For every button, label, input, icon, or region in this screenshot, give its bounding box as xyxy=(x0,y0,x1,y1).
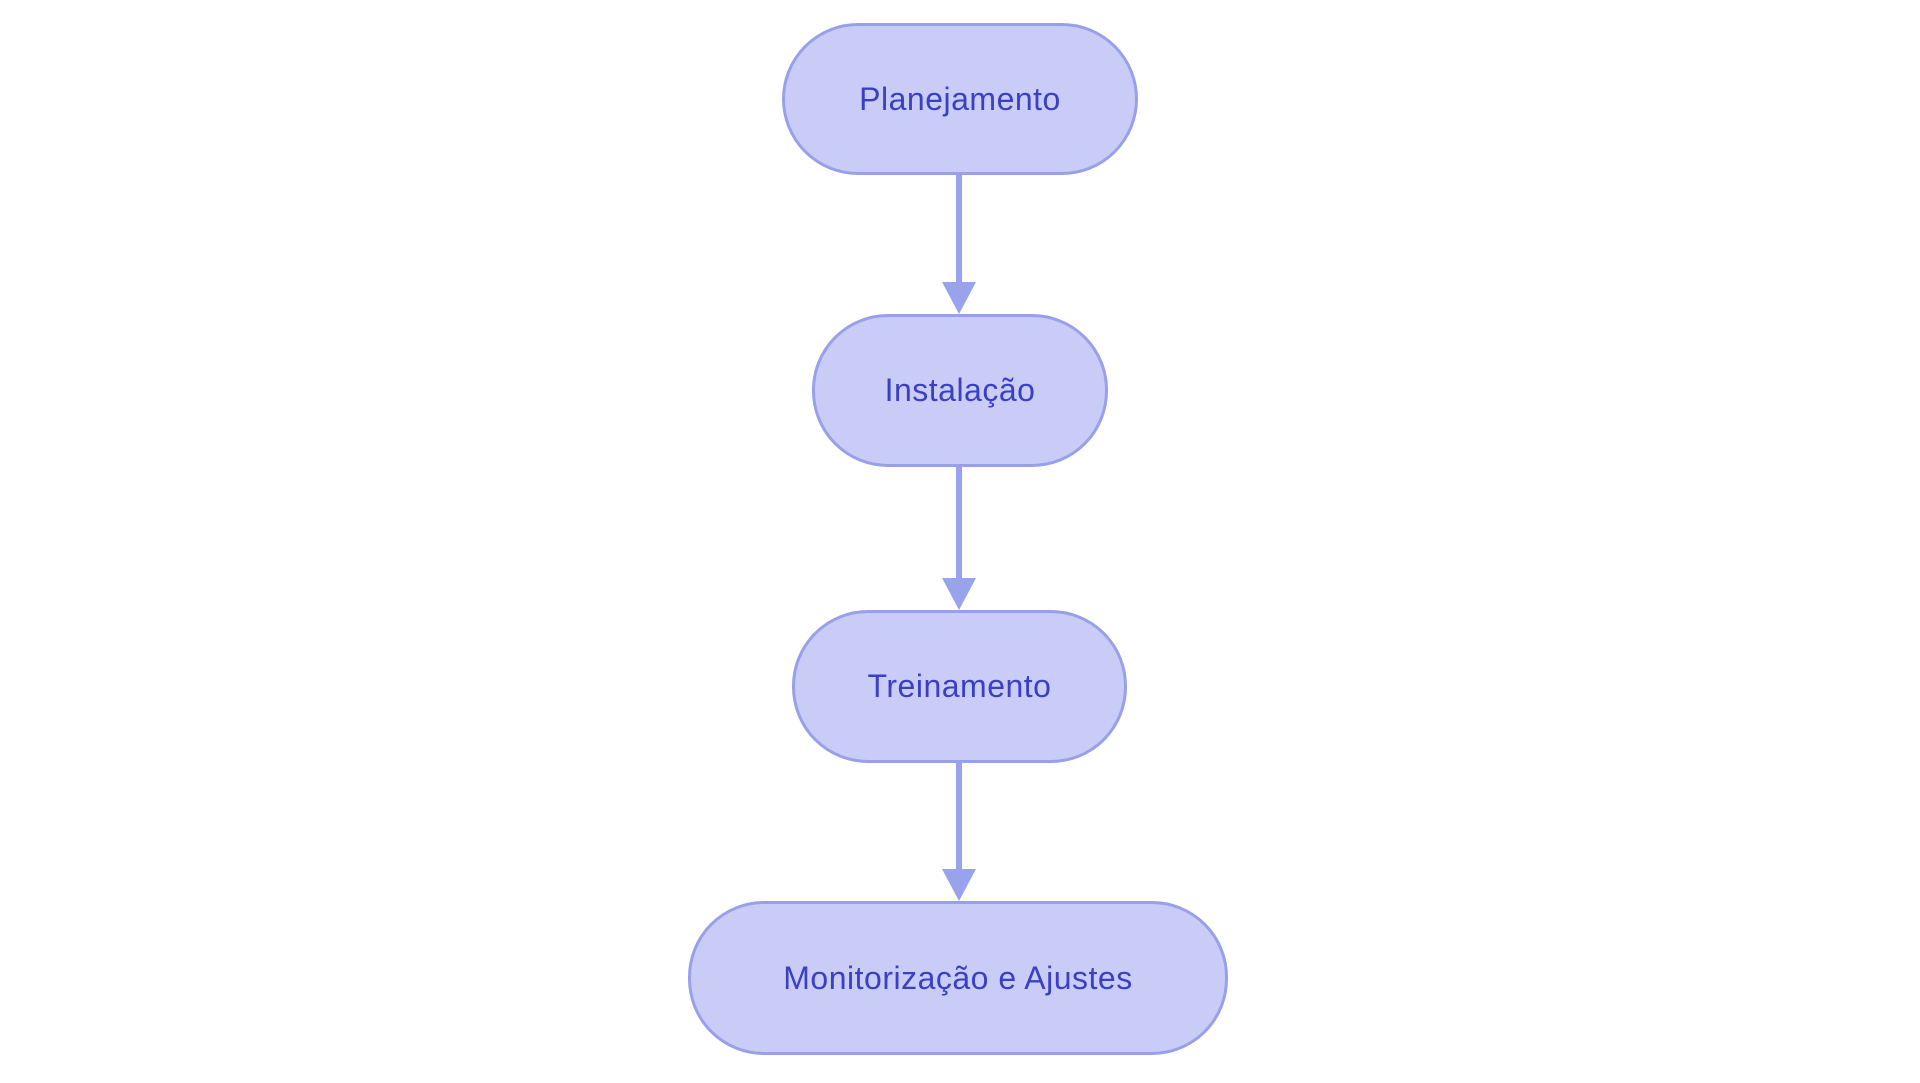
node-label-planejamento: Planejamento xyxy=(859,80,1061,117)
arrow-line xyxy=(956,763,962,870)
flowchart-node-treinamento: Treinamento xyxy=(792,610,1127,763)
arrow-down-icon xyxy=(942,578,976,610)
node-label-treinamento: Treinamento xyxy=(867,668,1052,704)
flowchart-node-monitorizacao-e-ajustes: Monitorização e Ajustes xyxy=(688,901,1228,1055)
flowchart-node-planejamento: Planejamento xyxy=(782,23,1138,175)
edge-planejamento-to-instalacao xyxy=(942,175,976,314)
edge-instalacao-to-treinamento xyxy=(942,467,976,610)
arrow-line xyxy=(956,467,962,579)
arrow-down-icon xyxy=(942,282,976,314)
edge-treinamento-to-monitorizacao xyxy=(942,763,976,901)
flowchart-node-instalacao: Instalação xyxy=(812,314,1108,467)
arrow-line xyxy=(956,175,962,283)
node-label-monitorizacao-e-ajustes: Monitorização e Ajustes xyxy=(783,959,1133,996)
arrow-down-icon xyxy=(942,869,976,901)
node-label-instalacao: Instalação xyxy=(884,372,1036,408)
